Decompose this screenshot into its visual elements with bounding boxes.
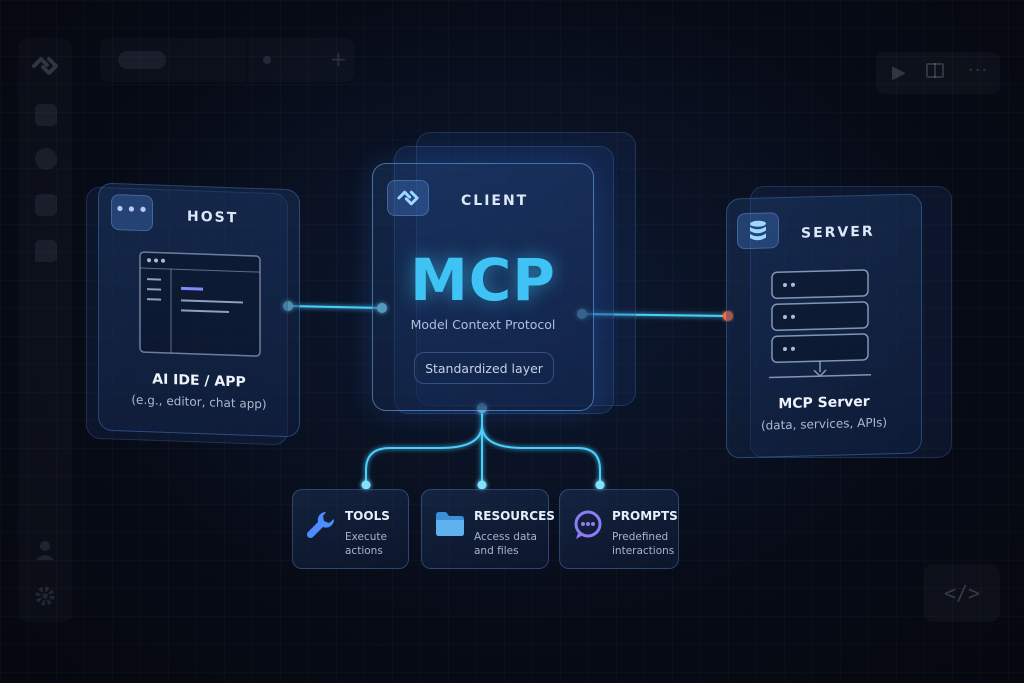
resources-desc-line1: Access data — [474, 531, 537, 543]
sidebar-item-search[interactable] — [35, 148, 57, 170]
resources-desc: Access data and files — [474, 530, 537, 558]
sidebar-item-files[interactable] — [35, 104, 57, 126]
resources-desc-line2: and files — [474, 545, 519, 557]
tab-bar: + — [100, 38, 354, 82]
host-caption: AI IDE / APP (e.g., editor, chat app) — [99, 370, 299, 413]
host-sublabel: (e.g., editor, chat app) — [131, 392, 267, 412]
tools-desc-line1: Execute — [345, 531, 387, 543]
mcp-logo-text: MCP — [410, 246, 556, 314]
server-card[interactable]: SERVER MCP Server (data, services, APIs) — [726, 193, 922, 459]
client-prompts-link — [481, 424, 601, 485]
mcp-logo-icon — [397, 190, 419, 206]
tools-port-dot — [361, 480, 371, 490]
tab-divider — [246, 38, 248, 82]
split-view-icon[interactable] — [926, 63, 944, 78]
editor-window-icon — [139, 251, 261, 357]
client-tools-link — [365, 408, 483, 485]
more-icon[interactable]: ··· — [968, 60, 989, 81]
prompts-card[interactable]: PROMPTS Predefined interactions — [559, 489, 679, 569]
server-sublabel: (data, services, APIs) — [760, 415, 888, 433]
server-title: SERVER — [801, 223, 875, 242]
wrench-icon — [306, 511, 335, 539]
client-card[interactable]: CLIENT MCP Model Context Protocol Standa… — [372, 163, 594, 411]
tools-title: TOOLS — [345, 509, 390, 523]
server-badge — [737, 212, 779, 250]
standardized-layer-chip: Standardized layer — [414, 352, 554, 384]
prompts-desc: Predefined interactions — [612, 530, 674, 558]
client-title: CLIENT — [461, 193, 529, 209]
client-badge — [387, 180, 429, 216]
resources-title: RESOURCES — [474, 509, 555, 523]
resources-card[interactable]: RESOURCES Access data and files — [421, 489, 555, 569]
host-label: AI IDE / APP — [152, 371, 246, 391]
folder-icon — [436, 512, 464, 536]
database-icon — [750, 220, 766, 241]
user-icon[interactable] — [33, 538, 57, 562]
toolbar-right: ▶ ··· — [876, 52, 1000, 94]
dots-icon: ••• — [114, 198, 150, 221]
prompts-desc-line2: interactions — [612, 545, 675, 557]
server-label: MCP Server — [778, 393, 870, 413]
host-card[interactable]: ••• HOST AI IDE / APP (e.g., editor, cha… — [98, 182, 300, 438]
prompts-desc-line1: Predefined — [612, 531, 669, 543]
host-title: HOST — [187, 208, 239, 227]
server-rack-icon — [769, 269, 871, 379]
client-full-name: Model Context Protocol — [410, 317, 556, 332]
prompts-port-dot — [595, 480, 605, 490]
logo-icon — [32, 57, 58, 75]
client-server-link — [581, 313, 729, 317]
tab-active[interactable] — [118, 51, 166, 69]
code-view-button[interactable]: </> — [924, 564, 1000, 622]
split-view-icon-divider — [934, 63, 936, 78]
tools-desc: Execute actions — [345, 530, 387, 558]
sidebar-item-extensions[interactable] — [35, 194, 57, 216]
sidebar-item-chat[interactable] — [35, 240, 57, 262]
sidebar — [18, 38, 72, 622]
add-tab-icon[interactable]: + — [330, 47, 347, 71]
dot-icon — [263, 56, 271, 64]
chat-bubble-icon — [574, 510, 602, 539]
server-caption: MCP Server (data, services, APIs) — [727, 392, 921, 433]
prompts-title: PROMPTS — [612, 509, 678, 523]
tools-desc-line2: actions — [345, 545, 383, 557]
tools-card[interactable]: TOOLS Execute actions — [292, 489, 409, 569]
play-icon[interactable]: ▶ — [892, 62, 906, 83]
host-badge: ••• — [111, 193, 153, 232]
resources-port-dot — [477, 480, 487, 490]
host-client-link — [287, 305, 383, 309]
gear-icon[interactable] — [33, 584, 57, 608]
